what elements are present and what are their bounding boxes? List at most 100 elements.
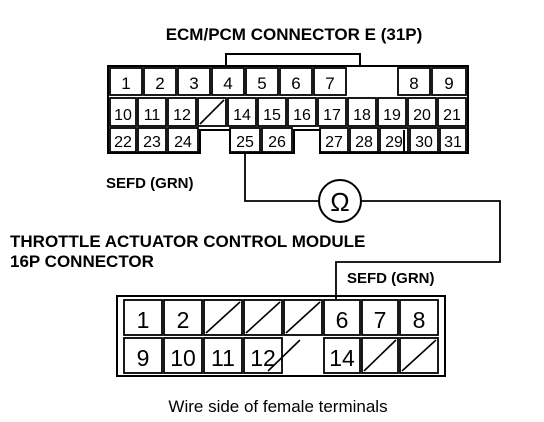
- ecm-connector-title: ECM/PCM CONNECTOR E (31P): [166, 25, 423, 44]
- ecm-terminal-number: 4: [223, 74, 232, 93]
- ecm-terminal-number: 6: [291, 74, 300, 93]
- tac-terminal-number: 11: [211, 345, 235, 371]
- ecm-terminal-22: [109, 127, 137, 153]
- tac-terminal-number: 9: [137, 345, 150, 371]
- ecm-terminal-number: 5: [257, 74, 266, 93]
- ecm-terminal-number: 15: [263, 107, 281, 124]
- ecm-terminal-31: [439, 127, 467, 153]
- tac-blank-slash: [205, 301, 241, 334]
- ecm-terminal-10: [109, 97, 137, 127]
- tac-terminal-11: [203, 337, 243, 374]
- tac-terminal-7: [361, 299, 399, 336]
- ecm-terminal-19: [377, 97, 407, 127]
- ecm-terminal-number: 26: [268, 134, 286, 151]
- ecm-terminal-number: 23: [143, 134, 161, 151]
- ecm-terminal-2: [143, 67, 177, 96]
- tac-terminal-10: [163, 337, 203, 374]
- tac-blank-slash: [401, 339, 437, 372]
- ohm-icon: Ω: [330, 187, 349, 217]
- ecm-terminal-number: 16: [293, 107, 311, 124]
- tac-connector-outline: [116, 295, 446, 377]
- ecm-terminal-number: 24: [174, 134, 192, 151]
- ecm-terminal-number: 22: [114, 134, 132, 151]
- ecm-terminal-number: 1: [121, 74, 130, 93]
- ecm-terminal-18: [347, 97, 377, 127]
- tac-terminal-9: [123, 337, 163, 374]
- tac-terminal-6: [323, 299, 361, 336]
- ecm-terminal-17: [317, 97, 347, 127]
- ecm-terminal-number: 28: [355, 134, 373, 151]
- ecm-terminal-number: 25: [236, 134, 254, 151]
- tac-terminal-2: [163, 299, 203, 336]
- ecm-terminal-blank: [197, 97, 227, 127]
- ecm-terminal-20: [407, 97, 437, 127]
- ecm-terminal-4: [211, 67, 245, 96]
- ecm-terminal-number: 7: [325, 74, 334, 93]
- tac-terminal-8: [399, 299, 439, 336]
- ecm-row-3: 22 23 24 25 26 27 28 29 30 31: [109, 127, 467, 153]
- tac-terminal-number: 8: [413, 307, 426, 333]
- tac-wire-label: SEFD (GRN): [347, 270, 435, 287]
- tac-blank-slash: [267, 339, 301, 372]
- tac-terminal-number: 1: [137, 307, 150, 333]
- ecm-terminal-16: [287, 97, 317, 127]
- tac-terminal-number: 10: [170, 345, 196, 371]
- ecm-terminal-26: [261, 127, 293, 153]
- tac-terminal-number: 14: [329, 345, 355, 371]
- ecm-terminal-24: [167, 127, 199, 153]
- ecm-row-1: 1 2 3 4 5 6 7 8 9: [109, 67, 467, 96]
- ecm-wire-label: SEFD (GRN): [106, 175, 194, 192]
- tac-terminal-number: 12: [250, 345, 276, 371]
- tac-title-line1: THROTTLE ACTUATOR CONTROL MODULE: [10, 232, 365, 251]
- tac-terminal-number: 7: [374, 307, 387, 333]
- wire-side-caption: Wire side of female terminals: [168, 397, 387, 416]
- ecm-terminal-number: 20: [413, 107, 431, 124]
- tac-blank-slash: [285, 301, 321, 334]
- ecm-terminal-9: [431, 67, 467, 96]
- ecm-terminal-number: 2: [155, 74, 164, 93]
- ecm-terminal-number: 19: [383, 107, 401, 124]
- ecm-terminal-14: [227, 97, 257, 127]
- ecm-terminal-11: [137, 97, 167, 127]
- tac-terminal-blank: [243, 299, 283, 336]
- ecm-terminal-number: 18: [353, 107, 371, 124]
- ecm-terminal-number: 12: [173, 107, 191, 124]
- ecm-connector-outline: [107, 65, 469, 154]
- ecm-blank-slash: [199, 99, 225, 125]
- ecm-lock-tab: [225, 53, 361, 66]
- ecm-terminal-number: 29: [385, 134, 403, 151]
- ecm-terminal-number: 14: [233, 107, 251, 124]
- ecm-terminal-8: [397, 67, 431, 96]
- ecm-terminal-number: 30: [415, 134, 433, 151]
- tac-terminal-blank: [203, 299, 243, 336]
- tac-terminal-blank: [283, 299, 323, 336]
- tac-terminal-1: [123, 299, 163, 336]
- tac-title-line2: 16P CONNECTOR: [10, 252, 154, 271]
- ohmmeter: [318, 179, 362, 223]
- tac-blank-slash: [245, 301, 281, 334]
- tac-row-1: 1 2 6 7 8: [123, 299, 439, 336]
- test-lead-ecm: [244, 152, 318, 202]
- ecm-terminal-1: [109, 67, 143, 96]
- ecm-terminal-number: 21: [443, 107, 461, 124]
- tac-terminal-blank: [399, 337, 439, 374]
- ecm-terminal-28: [349, 127, 379, 153]
- ecm-terminal-29: [379, 127, 409, 153]
- ecm-terminal-number: 10: [114, 107, 132, 124]
- ecm-terminal-15: [257, 97, 287, 127]
- tac-terminal-blank: [361, 337, 399, 374]
- tac-terminal-number: 2: [177, 307, 190, 333]
- tac-row-2: 9 10 11 12 14: [123, 337, 439, 374]
- ecm-terminal-23: [137, 127, 167, 153]
- tac-terminal-12: [243, 337, 283, 374]
- ecm-terminal-number: 9: [444, 74, 453, 93]
- ecm-row-2: 10 11 12 14 15 16 17 18 19 20 21: [109, 97, 467, 127]
- ecm-terminal-21: [437, 97, 467, 127]
- ecm-terminal-number: 3: [189, 74, 198, 93]
- tac-blank-slash: [363, 339, 397, 372]
- ecm-terminal-6: [279, 67, 313, 96]
- ecm-terminal-30: [409, 127, 439, 153]
- ecm-terminal-12: [167, 97, 197, 127]
- tac-terminal-number: 6: [336, 307, 349, 333]
